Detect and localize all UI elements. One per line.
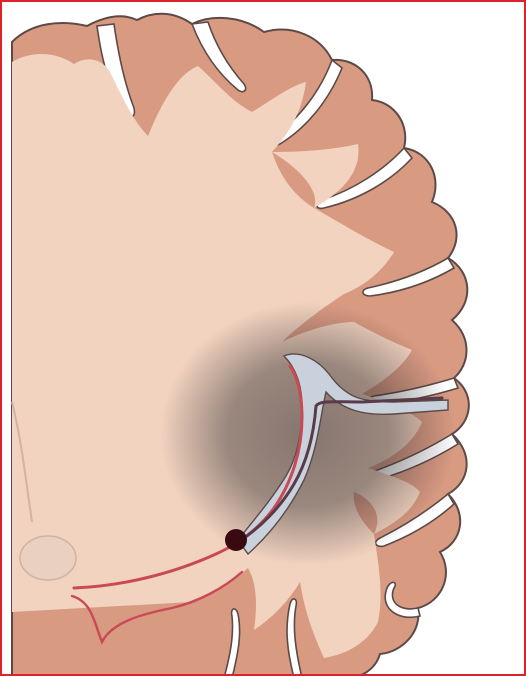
thalamus — [20, 536, 76, 580]
occlusion-dot — [225, 529, 247, 551]
